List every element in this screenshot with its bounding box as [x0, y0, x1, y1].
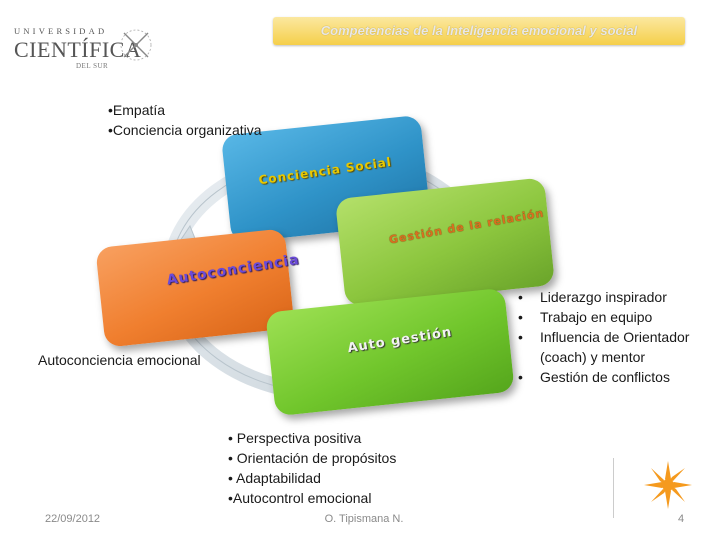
bullet: • [518, 329, 523, 345]
list-item: • Orientación de propósitos [228, 450, 397, 466]
title-banner: Competencias de la Inteligencia emociona… [273, 17, 685, 45]
list-item-text: Influencia de Orientador (coach) y mento… [540, 329, 690, 365]
page-title: Competencias de la Inteligencia emociona… [320, 23, 638, 38]
bullet: • [518, 309, 523, 325]
autogestion-competencies-list: • Perspectiva positiva • Orientación de … [228, 428, 396, 508]
logo-compass-mark-icon [120, 29, 152, 61]
divider [613, 458, 614, 518]
list-item: • Adaptabilidad [228, 470, 321, 486]
page-number: 4 [678, 513, 685, 525]
list-item: • Perspectiva positiva [228, 430, 362, 446]
list-item: • Gestión de conflictos [518, 367, 698, 387]
autoconciencia-tile [95, 228, 295, 348]
list-item-text: Trabajo en equipo [540, 309, 653, 325]
list-item: • Liderazgo inspirador [518, 287, 698, 307]
bullet: • [518, 369, 523, 385]
footer-date: 22/09/2012 [45, 513, 101, 525]
social-competencies-list: •Empatía •Conciencia organizativa [108, 100, 262, 140]
university-logo: UNIVERSIDAD CIENTÍFICA DEL SUR [14, 20, 164, 70]
list-item: •Empatía [108, 102, 166, 118]
list-item: • Influencia de Orientador (coach) y men… [518, 327, 698, 367]
list-item-text: Gestión de conflictos [540, 369, 670, 385]
footer-author: O. Tipismana N. [324, 513, 404, 525]
bullet: • [518, 289, 523, 305]
logo-line-1: UNIVERSIDAD [14, 26, 108, 36]
list-item: • Trabajo en equipo [518, 307, 698, 327]
list-item: •Autocontrol emocional [228, 490, 372, 506]
list-item-text: Liderazgo inspirador [540, 289, 667, 305]
list-item: •Conciencia organizativa [108, 122, 262, 138]
logo-line-2: CIENTÍFICA [14, 37, 142, 62]
relacion-competencies-list: • Liderazgo inspirador • Trabajo en equi… [518, 287, 698, 387]
sun-icon [644, 461, 692, 509]
autoconciencia-emocional-label: Autoconciencia emocional [38, 352, 201, 368]
logo-line-3: DEL SUR [76, 62, 109, 70]
